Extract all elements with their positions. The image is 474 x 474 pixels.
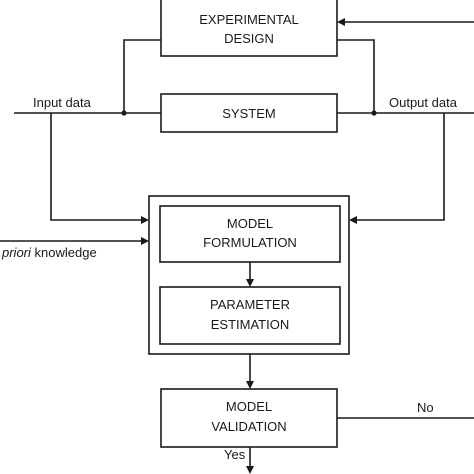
model-validation-line2: VALIDATION	[211, 419, 286, 434]
output-junction-dot	[371, 110, 377, 116]
arrowhead-into-design	[337, 18, 345, 26]
arrowhead-into-validation	[246, 381, 254, 389]
model-formulation-line1: MODEL	[227, 216, 273, 231]
parameter-estimation-box	[159, 286, 341, 345]
input-to-model-line	[50, 113, 142, 221]
model-formulation-box	[159, 205, 341, 263]
no-label: No	[417, 400, 434, 415]
model-formulation-line2: FORMULATION	[203, 235, 297, 250]
experimental-design-line1: EXPERIMENTAL	[199, 12, 298, 27]
input-to-design-line	[123, 39, 161, 113]
experimental-design-box	[160, 0, 338, 57]
output-to-design-line	[337, 39, 375, 113]
yes-label: Yes	[224, 447, 246, 462]
parameter-estimation-line2: ESTIMATION	[211, 317, 289, 332]
input-junction-dot	[121, 110, 127, 116]
experimental-design-line2: DESIGN	[224, 31, 274, 46]
system-label: SYSTEM	[222, 106, 275, 121]
model-validation-box	[160, 388, 338, 448]
model-validation-line1: MODEL	[226, 399, 272, 414]
arrowhead-input-to-model	[141, 216, 149, 224]
arrowhead-into-estimation	[246, 279, 254, 287]
parameter-estimation-line1: PARAMETER	[210, 297, 290, 312]
priori-rest-text: knowledge	[31, 245, 97, 260]
arrowhead-yes	[246, 466, 254, 474]
priori-italic-text: priori	[1, 245, 32, 260]
output-to-model-line	[356, 113, 445, 221]
arrowhead-priori-knowledge	[141, 237, 149, 245]
arrowhead-output-to-model	[349, 216, 357, 224]
priori-knowledge-label: priori knowledge	[1, 245, 97, 260]
input-data-label: Input data	[33, 95, 92, 110]
output-data-label: Output data	[389, 95, 458, 110]
